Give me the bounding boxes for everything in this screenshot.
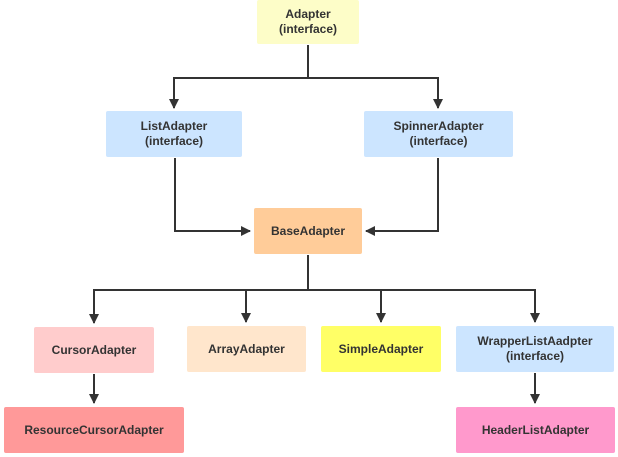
node-spinner-adapter-kind: (interface) (409, 134, 468, 148)
node-cursor-adapter: CursorAdapter (34, 327, 154, 373)
node-adapter: Adapter (interface) (257, 0, 359, 44)
node-array-adapter-name: ArrayAdapter (208, 341, 285, 356)
edge-list-base (174, 158, 251, 236)
node-base-adapter: BaseAdapter (254, 208, 362, 254)
node-list-adapter-name: ListAdapter (140, 119, 208, 133)
node-simple-adapter-name: SimpleAdapter (338, 341, 424, 356)
node-resource-cursor-adapter: ResourceCursorAdapter (4, 407, 184, 453)
node-array-adapter: ArrayAdapter (187, 326, 306, 372)
node-list-adapter-kind: (interface) (144, 134, 203, 148)
node-resource-cursor-adapter-name: ResourceCursorAdapter (24, 422, 164, 437)
node-header-list-adapter: HeaderListAdapter (456, 407, 615, 453)
node-list-adapter: ListAdapter (interface) (106, 111, 242, 157)
node-simple-adapter: SimpleAdapter (321, 326, 441, 372)
node-cursor-adapter-name: CursorAdapter (51, 342, 137, 357)
node-base-adapter-name: BaseAdapter (270, 223, 346, 238)
node-wrapper-list-adapter-name: WrapperListAadpter (477, 334, 593, 348)
node-spinner-adapter: SpinnerAdapter (interface) (364, 111, 513, 157)
node-wrapper-list-adapter: WrapperListAadpter (interface) (456, 326, 614, 372)
node-spinner-adapter-name: SpinnerAdapter (393, 119, 484, 133)
edge-adapter-spinner (308, 77, 443, 109)
node-adapter-name: Adapter (285, 7, 331, 21)
edge-base-wrapper (308, 289, 540, 323)
node-header-list-adapter-name: HeaderListAdapter (481, 422, 590, 437)
node-adapter-kind: (interface) (278, 22, 337, 36)
edge-adapter-list (169, 45, 309, 109)
edge-spinner-base (365, 158, 439, 236)
edge-base-cursor (89, 255, 309, 324)
node-wrapper-list-adapter-kind: (interface) (505, 349, 564, 363)
